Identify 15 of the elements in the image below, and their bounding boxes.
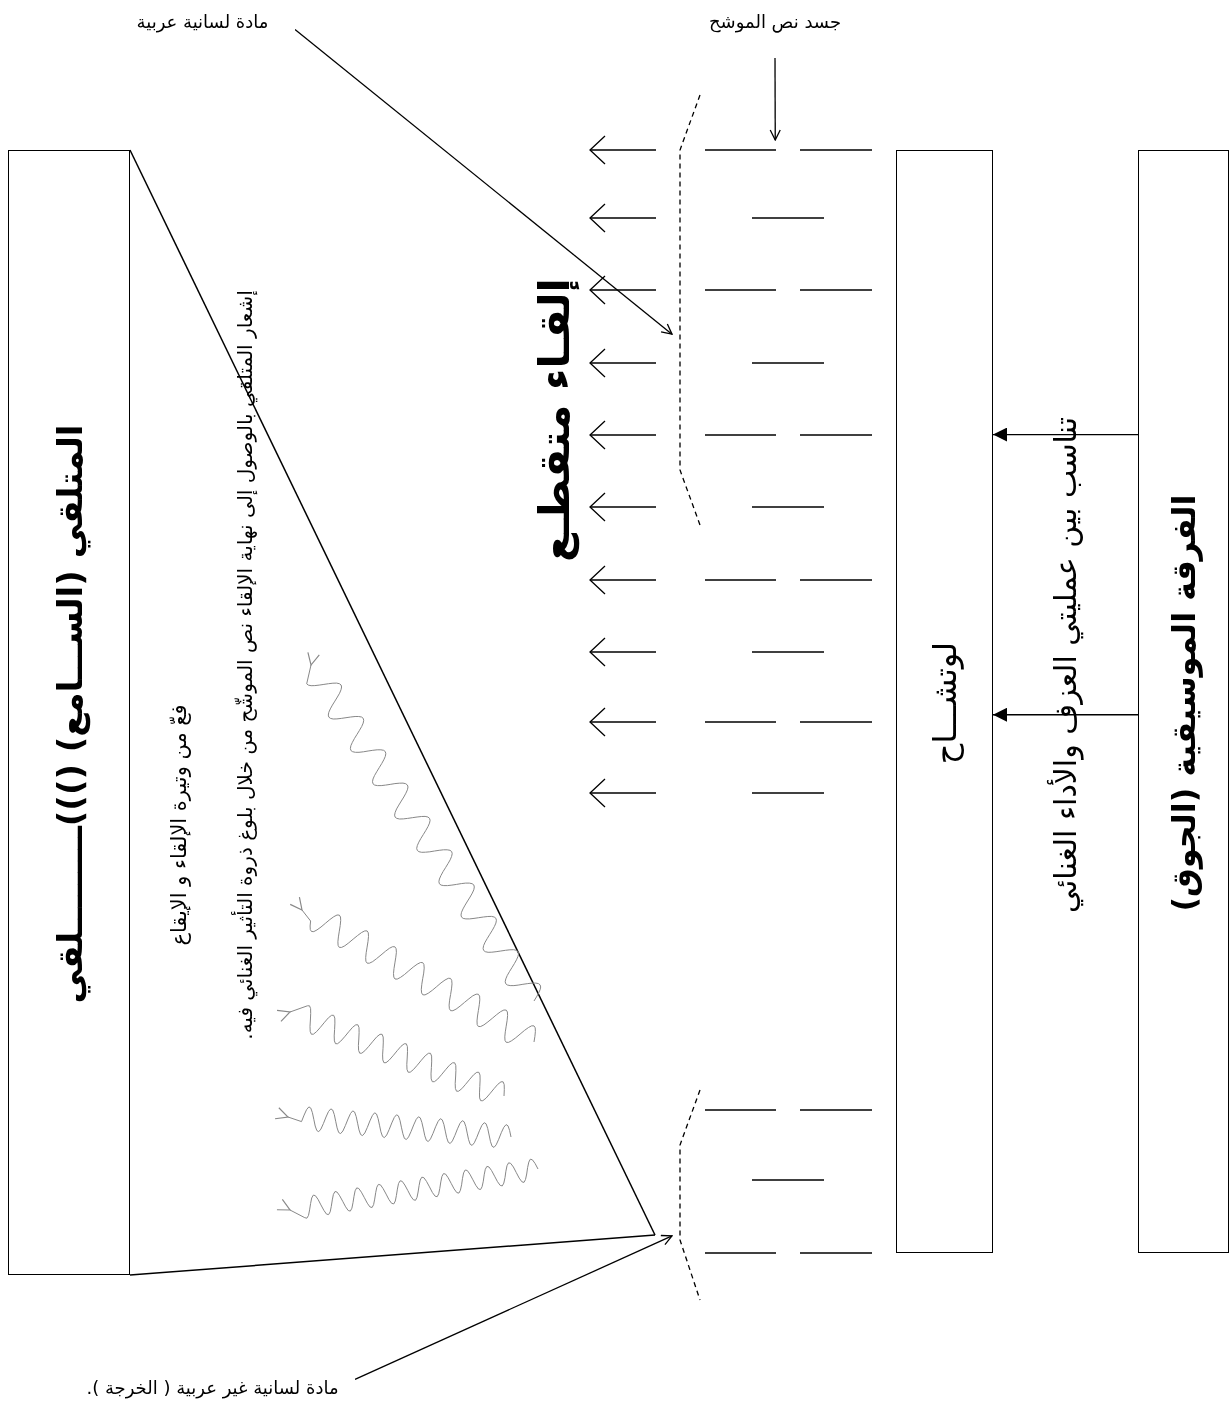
box-title: المتلقي (الســـامع) ()))ـــــــــلقي [48,423,92,1005]
muwashshah-box [896,150,993,1253]
relation-label: تناسب بين عمليتي العزف والأداء الغنائي [1046,415,1085,916]
listener-box [8,150,130,1275]
orchestra-box [1138,150,1229,1253]
leader-line [769,57,781,141]
arrow [992,707,1139,722]
note-text: إشعار المتلقي بالوصول إلى نهاية الإلقاء نص الموشّح من خلال بلوغ ذروة التأثير الغنائي فيه. [230,289,259,1042]
leader-line [294,28,673,335]
leader-line [354,1234,673,1381]
box-title: الفرقة الموسيقية (الجوق) [1163,492,1204,914]
arrow [992,427,1139,442]
delivery-label: إلقـاء متقطـع [528,277,581,564]
box-title: لوتشـــاح [924,640,965,766]
note-text: فعّ من وتيرة الإلقاء و الإيقاع [166,703,193,948]
